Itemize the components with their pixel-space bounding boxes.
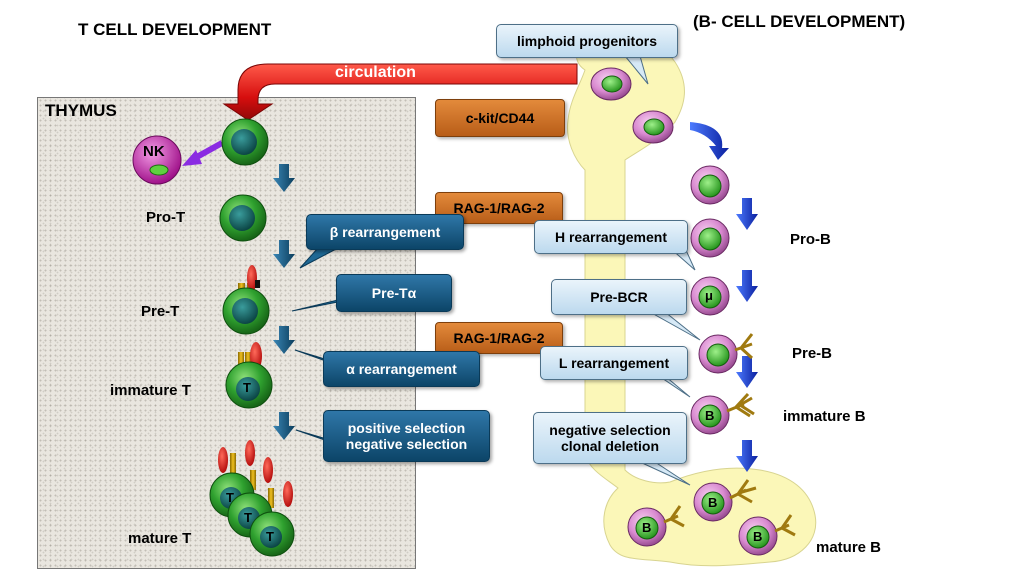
thymus-label: THYMUS: [45, 101, 117, 120]
pro-b-cell: [690, 218, 730, 258]
b-cell-early: [690, 165, 730, 205]
immature-b-label: immature B: [783, 408, 866, 425]
t-step-arrow-1: [273, 164, 295, 192]
t-step-arrow-3: [273, 326, 295, 354]
clonal-deletion-text: clonal deletion: [560, 438, 659, 454]
l-rearrangement-callout: L rearrangement: [540, 346, 688, 380]
pro-t-label: Pro-T: [146, 209, 186, 226]
circulation-arrow: [222, 63, 578, 121]
beta-rearrangement-callout: β rearrangement: [306, 214, 464, 250]
negative-selection-callout: negative selection clonal deletion: [533, 412, 687, 464]
pre-b-label: Pre-B: [792, 345, 833, 362]
b-step-arrow-1: [736, 198, 758, 230]
immature-t-cell: [225, 342, 273, 409]
b-progenitor-cell-2: [632, 110, 674, 144]
pre-bcr-callout: Pre-BCR: [551, 279, 687, 315]
mature-t-cells: [209, 440, 295, 557]
pro-t-cell: [219, 194, 267, 242]
h-rearrangement-callout: H rearrangement: [534, 220, 688, 254]
nk-cell: [132, 135, 182, 185]
pro-b-label: Pro-B: [790, 231, 831, 248]
mature-t-letter-2: T: [244, 510, 252, 525]
negative-selection-text: negative selection: [345, 436, 468, 452]
immature-t-label: immature T: [110, 382, 191, 399]
b-progenitor-cell-1: [590, 67, 632, 101]
pre-t-label: Pre-T: [141, 303, 180, 320]
b-cell-title: (B- CELL DEVELOPMENT): [693, 12, 906, 31]
b-negative-selection-text: negative selection: [549, 421, 671, 438]
selection-callout: positive selection negative selection: [323, 410, 490, 462]
t-step-arrow-2: [273, 240, 295, 268]
mature-b-cell-1: [693, 479, 757, 522]
nk-label: NK: [143, 143, 165, 160]
lymphoid-progenitors-callout: limphoid progenitors: [496, 24, 678, 58]
mu-letter: μ: [705, 288, 713, 303]
mature-t-letter-1: T: [226, 490, 234, 505]
mature-b-letter-1: B: [708, 495, 718, 510]
thymus-region: [37, 97, 416, 569]
nk-arrow: [182, 140, 224, 166]
b-step-arrows: [690, 122, 758, 472]
pre-t-cell: [222, 265, 270, 335]
immature-b-cell: [690, 392, 755, 435]
b-step-arrow-4: [736, 440, 758, 472]
circulation-label: circulation: [335, 64, 416, 81]
alpha-rearrangement-callout: α rearrangement: [323, 351, 480, 387]
ckit-cd44-box: c-kit/CD44: [435, 99, 565, 137]
t-cell-title: T CELL DEVELOPMENT: [78, 20, 272, 39]
t-progenitor-cell: [221, 118, 269, 166]
mature-b-label: mature B: [816, 539, 882, 556]
mature-t-letter-3: T: [266, 529, 274, 544]
t-step-arrow-4: [273, 412, 295, 440]
mature-b-letter-3: B: [753, 529, 763, 544]
pro-b-mu-cell: [690, 276, 730, 316]
immature-t-letter: T: [243, 380, 251, 395]
mature-t-label: mature T: [128, 530, 192, 547]
mature-b-cell-2: [627, 505, 685, 547]
b-step-arrow-3: [736, 356, 758, 388]
positive-selection-text: positive selection: [347, 419, 466, 436]
mature-b-cell-3: [738, 514, 796, 556]
immature-b-letter: B: [705, 408, 715, 423]
t-step-arrows: [273, 164, 295, 440]
b-step-arrow-2: [736, 270, 758, 302]
mature-b-letter-2: B: [642, 520, 652, 535]
pre-t-alpha-callout: Pre-Tα: [336, 274, 452, 312]
pre-b-cell: [698, 333, 754, 374]
b-curved-arrow: [690, 122, 729, 160]
